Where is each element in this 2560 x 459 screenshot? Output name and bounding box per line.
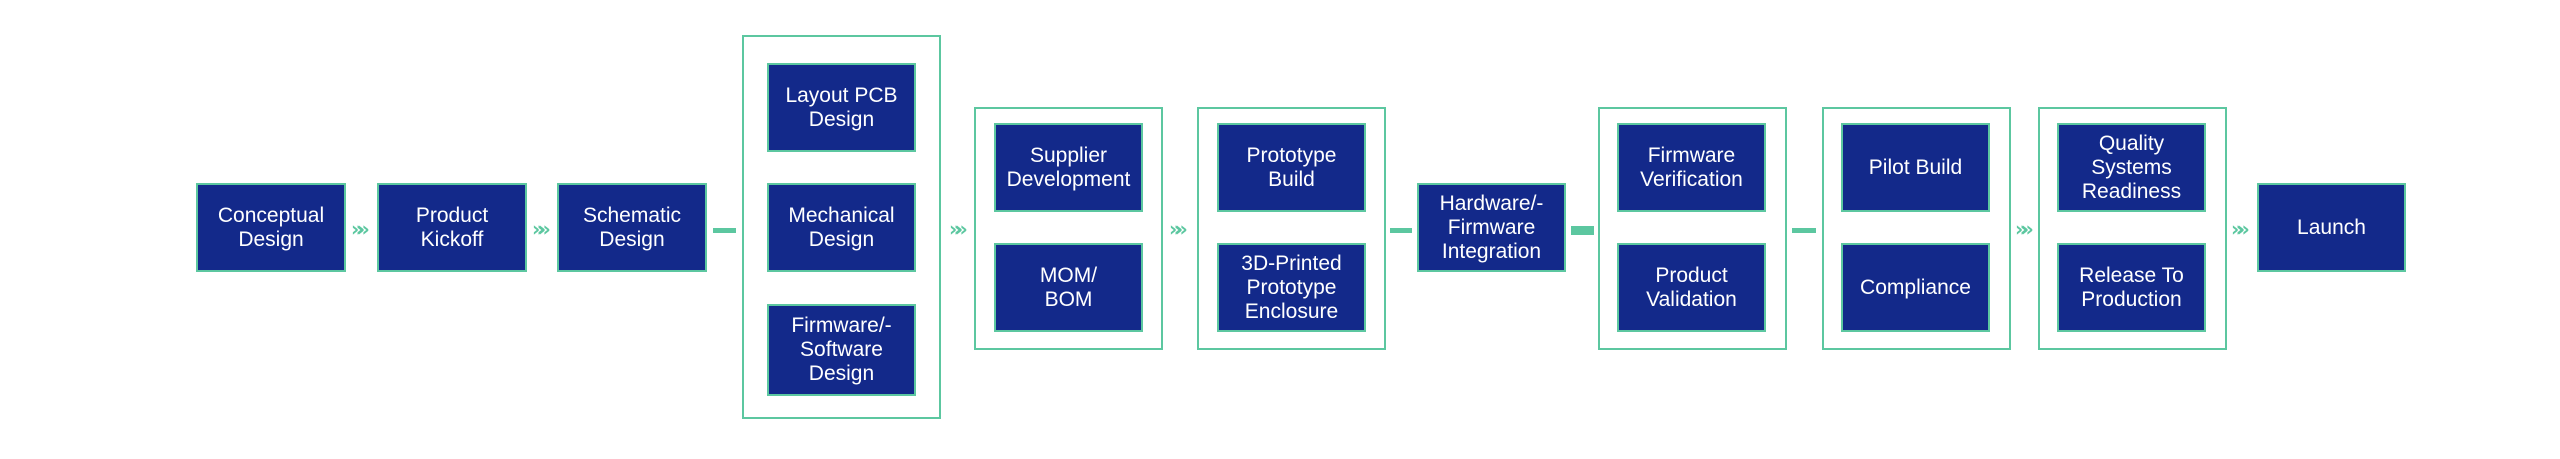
step-firmware-software-design: Firmware/- Software Design <box>767 304 916 396</box>
group-design-phase <box>742 35 941 419</box>
step-mom-bom: MOM/ BOM <box>994 243 1143 332</box>
step-schematic-design: Schematic Design <box>557 183 707 272</box>
connector-dash <box>1792 228 1816 233</box>
group-readiness <box>2038 107 2227 350</box>
step-3d-printed-prototype-enclosure: 3D-Printed Prototype Enclosure <box>1217 243 1366 332</box>
step-pilot-build: Pilot Build <box>1841 123 1990 212</box>
connector-chevron: »» <box>351 217 370 241</box>
connector-chevron: »» <box>1169 217 1188 241</box>
connector-dash <box>1571 226 1594 235</box>
connector-chevron: »» <box>949 217 968 241</box>
step-release-to-production: Release To Production <box>2057 243 2206 332</box>
connector-dash <box>713 228 736 233</box>
step-quality-systems-readiness: Quality Systems Readiness <box>2057 123 2206 212</box>
connector-dash <box>1390 228 1412 233</box>
step-supplier-development: Supplier Development <box>994 123 1143 212</box>
connector-chevron: »» <box>2231 217 2250 241</box>
step-product-kickoff: Product Kickoff <box>377 183 527 272</box>
group-verification <box>1598 107 1787 350</box>
step-hardware-firmware-integration: Hardware/- Firmware Integration <box>1417 183 1566 272</box>
connector-chevron: »» <box>532 217 551 241</box>
step-prototype-build: Prototype Build <box>1217 123 1366 212</box>
group-pilot <box>1822 107 2011 350</box>
step-firmware-verification: Firmware Verification <box>1617 123 1766 212</box>
connector-chevron: »» <box>2015 217 2034 241</box>
step-compliance: Compliance <box>1841 243 1990 332</box>
group-supplier <box>974 107 1163 350</box>
step-product-validation: Product Validation <box>1617 243 1766 332</box>
step-layout-pcb-design: Layout PCB Design <box>767 63 916 152</box>
step-conceptual-design: Conceptual Design <box>196 183 346 272</box>
step-launch: Launch <box>2257 183 2406 272</box>
step-mechanical-design: Mechanical Design <box>767 183 916 272</box>
group-prototype <box>1197 107 1386 350</box>
